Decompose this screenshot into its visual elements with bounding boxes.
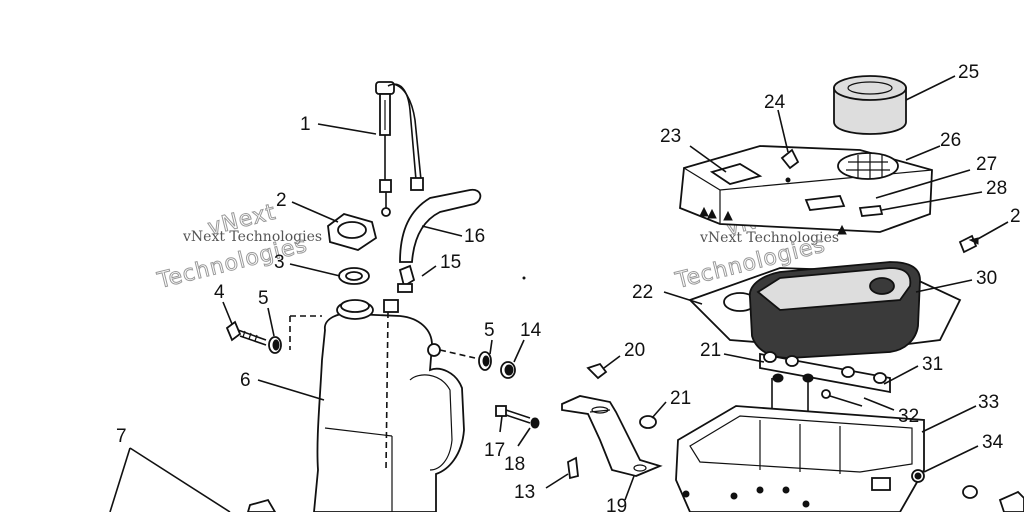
callout-32: 32: [898, 406, 919, 427]
callout-13: 13: [514, 482, 535, 503]
callout-21-left: 21: [670, 388, 691, 409]
callout-25: 25: [958, 62, 979, 83]
part-foam-prefilter: [833, 75, 907, 135]
callout-1: 1: [300, 114, 311, 135]
callout-21-top: 21: [700, 340, 721, 361]
callout-28: 28: [986, 178, 1007, 199]
part-fuel-tank: [289, 299, 476, 512]
part-7-leaders: [109, 447, 277, 512]
part-hose: [399, 188, 482, 263]
callout-33: 33: [978, 392, 999, 413]
part-bolt-left: [225, 320, 282, 354]
callout-17: 17: [484, 440, 505, 461]
part-gasket: [338, 267, 370, 285]
watermark-small-text: vNext Technologies: [699, 230, 839, 246]
callout-23: 23: [660, 126, 681, 147]
part-fuel-sender: [375, 81, 424, 217]
part-grommet-left: [639, 415, 657, 429]
callout-27: 27: [976, 154, 997, 175]
callout-24: 24: [764, 92, 786, 113]
part-intake-grille: [837, 152, 899, 180]
callout-3: 3: [274, 252, 285, 273]
callout-29-partial: 2: [1010, 206, 1021, 227]
callout-labels: 1 2 3 4 5 5 6 7 13 14 15 16 17 18 19 20 …: [116, 62, 1021, 512]
callout-6: 6: [240, 370, 251, 391]
part-bracket: [561, 395, 663, 477]
callout-5-left: 5: [258, 288, 269, 309]
part-filter-element: [748, 261, 921, 359]
leader-lines: [222, 75, 1009, 501]
part-clip-right: [958, 234, 979, 254]
part-fuel-cap: [327, 213, 378, 251]
part-breather-fitting: [780, 148, 800, 183]
callout-5-right: 5: [484, 320, 495, 341]
callout-14: 14: [520, 320, 542, 341]
part-air-box-base: [675, 405, 925, 512]
part-washer-nut-right: [478, 351, 516, 379]
watermark-left: vNext Technologies vNext Technologies: [154, 199, 322, 294]
part-fitting: [397, 264, 416, 293]
part-clip: [586, 362, 608, 380]
callout-15: 15: [440, 252, 461, 273]
watermark-small-text: vNext Technologies: [182, 229, 322, 245]
callout-18: 18: [504, 454, 525, 475]
part-screw: [567, 456, 579, 480]
callout-19: 19: [606, 496, 627, 512]
callout-7: 7: [116, 426, 127, 447]
callout-22: 22: [632, 282, 653, 303]
callout-30: 30: [976, 268, 997, 289]
part-grommet-right: [911, 469, 1024, 512]
callout-20: 20: [624, 340, 645, 361]
callout-4: 4: [214, 282, 225, 303]
callout-26: 26: [940, 130, 961, 151]
callout-2: 2: [276, 190, 287, 211]
callout-31: 31: [922, 354, 943, 375]
part-bolt-center: [495, 405, 540, 429]
callout-16: 16: [464, 226, 485, 247]
callout-34: 34: [982, 432, 1004, 453]
